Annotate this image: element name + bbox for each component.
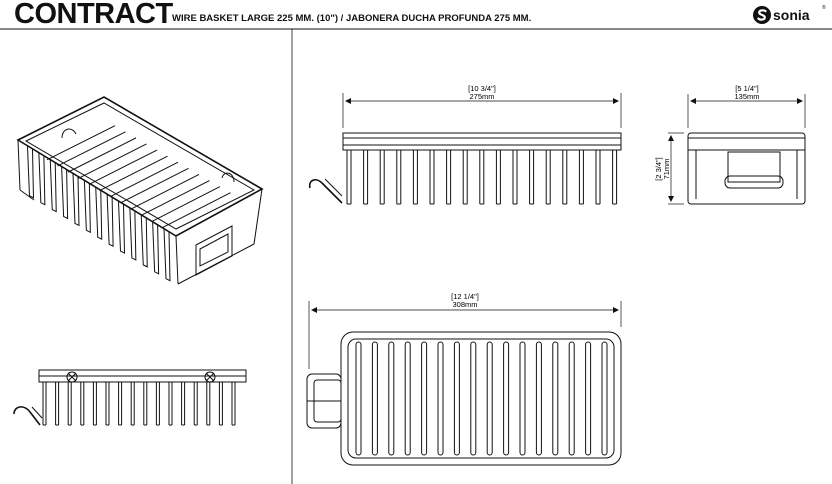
iso-inner-wire xyxy=(141,180,210,216)
iso-inner-wire xyxy=(88,149,158,185)
iso-front-wire xyxy=(83,180,91,234)
iso-front-wire xyxy=(61,166,69,220)
top-wire xyxy=(371,341,378,456)
dim-side-width-mm: 135mm xyxy=(734,92,759,101)
side-elevation xyxy=(687,132,806,205)
iso-inner-wire xyxy=(78,143,147,179)
iso-front-wire xyxy=(117,201,126,254)
iso-inner-wire xyxy=(151,186,221,222)
sonia-logo-icon xyxy=(753,6,771,24)
iso-inner-wire xyxy=(120,167,189,204)
front-view-small-wires xyxy=(42,382,236,426)
iso-inner-wire xyxy=(130,173,200,210)
top-wire xyxy=(601,341,608,456)
iso-front-wire xyxy=(26,145,34,199)
top-wire xyxy=(470,341,477,456)
front-elevation-wires xyxy=(346,150,618,205)
top-wire xyxy=(421,341,428,456)
iso-front-wire xyxy=(106,194,114,247)
top-wire xyxy=(503,341,510,456)
dimension-top-width: [12 1/4"] 308mm xyxy=(308,292,622,369)
top-view xyxy=(306,331,622,466)
dim-side-width-inch: [5 1/4"] xyxy=(735,84,759,93)
iso-front-wire xyxy=(95,187,103,241)
top-wire xyxy=(486,341,493,456)
iso-front-wire xyxy=(49,159,57,213)
logo-wordmark: sonia xyxy=(773,7,810,23)
dim-front-width-inch: [10 3/4"] xyxy=(468,84,496,93)
iso-front-wire xyxy=(152,221,160,275)
dim-top-width-inch: [12 1/4"] xyxy=(451,292,479,301)
iso-inner-wire xyxy=(109,161,179,198)
dim-side-height-inch: [2 3/4"] xyxy=(654,157,663,181)
logo-registered-mark: ® xyxy=(822,5,826,11)
page-title: CONTRACT xyxy=(14,0,173,30)
iso-front-wire xyxy=(129,207,137,261)
dimension-front-width: [10 3/4"] 275mm xyxy=(342,84,622,128)
brand-logo: sonia ® xyxy=(752,5,830,25)
top-wire xyxy=(552,341,559,456)
dim-front-width-mm: 275mm xyxy=(469,92,494,101)
iso-inner-wire xyxy=(67,137,137,173)
iso-front-wire xyxy=(72,173,80,227)
top-wire xyxy=(453,341,460,456)
dim-side-height-mm: 71mm xyxy=(662,159,671,180)
iso-inner-wire xyxy=(162,192,231,229)
front-elevation xyxy=(308,132,622,205)
iso-front-wire xyxy=(163,228,171,282)
isometric-view xyxy=(16,96,264,285)
dim-top-width-mm: 308mm xyxy=(452,300,477,309)
iso-front-wire xyxy=(38,152,46,206)
top-wire xyxy=(404,341,411,456)
header: CONTRACT WIRE BASKET LARGE 225 MM. (10")… xyxy=(0,0,832,30)
top-wire xyxy=(355,341,362,456)
top-wire xyxy=(568,341,575,456)
iso-inner-wire xyxy=(46,125,116,161)
isometric-inner-wires xyxy=(46,125,231,229)
iso-front-wire xyxy=(140,214,148,268)
top-wire xyxy=(585,341,592,456)
top-wire xyxy=(519,341,526,456)
dimension-side-width: [5 1/4"] 135mm xyxy=(687,84,806,128)
top-wire xyxy=(535,341,542,456)
dimension-side-height: [2 3/4"] 71mm xyxy=(654,132,684,205)
top-wire xyxy=(388,341,395,456)
iso-inner-wire xyxy=(57,131,126,167)
isometric-front-wires xyxy=(26,145,171,282)
product-subtitle: WIRE BASKET LARGE 225 MM. (10") / JABONE… xyxy=(172,13,532,24)
top-view-wires xyxy=(355,341,608,456)
iso-inner-wire xyxy=(99,155,168,192)
front-view-small xyxy=(13,369,247,426)
top-wire xyxy=(437,341,444,456)
